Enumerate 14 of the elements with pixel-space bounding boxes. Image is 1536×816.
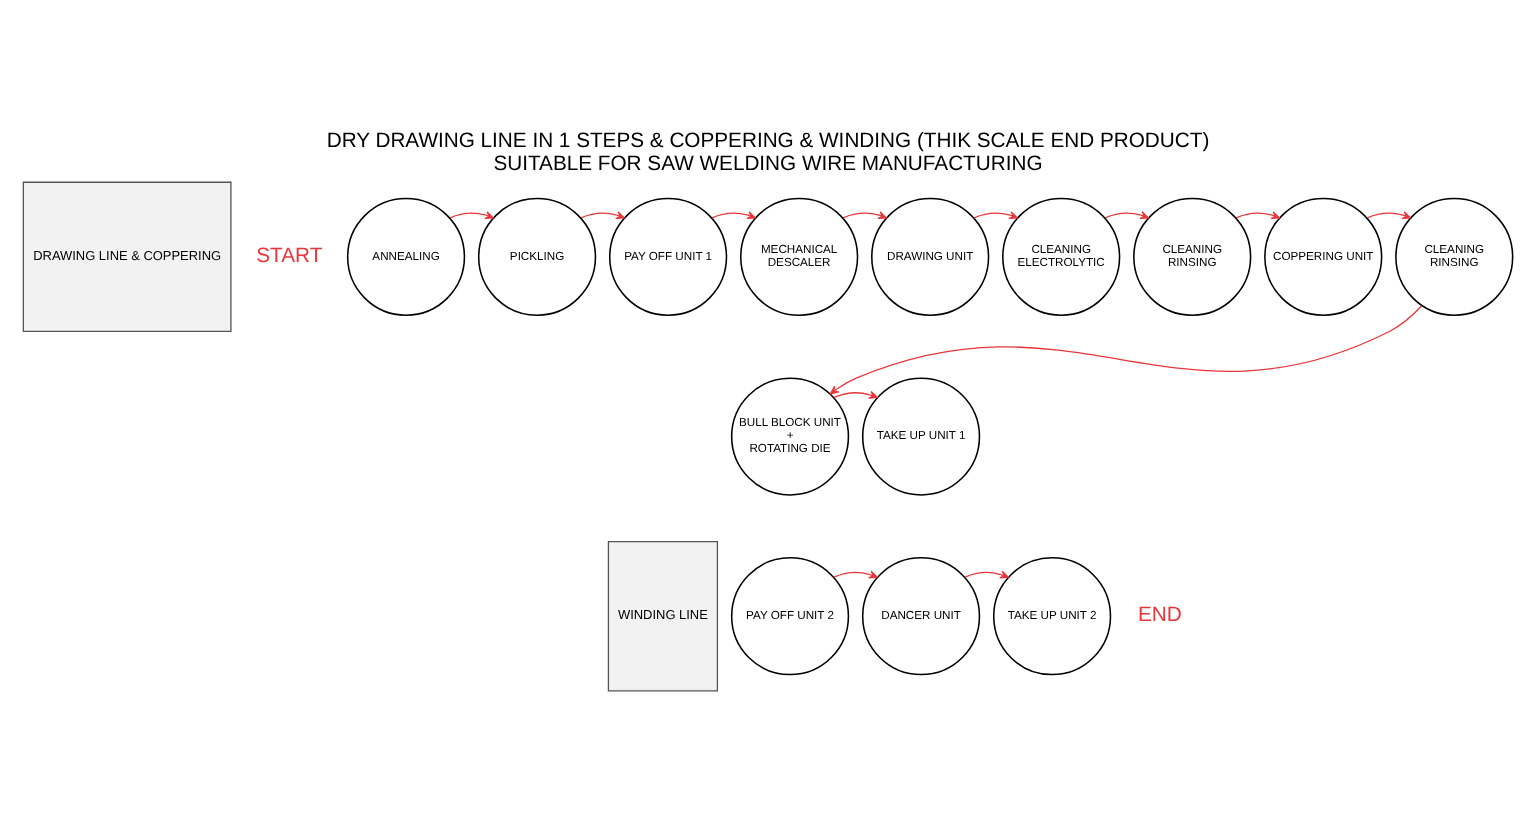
diagram-title: DRY DRAWING LINE IN 1 STEPS & COPPERING & WINDING (THIK SCALE END PRODUCT) xyxy=(326,130,1210,153)
arrow xyxy=(580,211,625,220)
label: END xyxy=(1137,605,1182,628)
arrow xyxy=(842,211,887,220)
arrow xyxy=(973,211,1018,220)
arrow xyxy=(1366,211,1412,220)
label: START xyxy=(256,245,323,268)
arrow xyxy=(833,390,878,399)
arrow xyxy=(829,305,1423,395)
arrow xyxy=(449,211,494,220)
arrow xyxy=(711,211,756,220)
caption: SUITABLE FOR SAW WELDING WIRE MANUFACTURING xyxy=(493,154,1043,177)
arrow xyxy=(1104,211,1149,220)
arrow xyxy=(1235,211,1281,220)
